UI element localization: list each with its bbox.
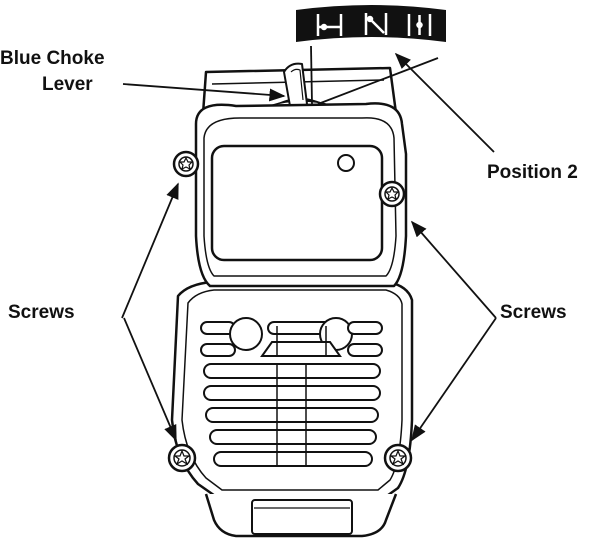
choke-open-symbol [407,14,432,36]
choke-middle-symbol [364,13,388,35]
screw-top-right [378,180,406,208]
choke-closed-symbol [316,14,343,36]
screws-label-right: Screws [500,302,567,323]
position-indicator-plate [296,5,446,42]
choke-label-line1: Blue Choke [0,48,105,69]
screws-right-lower-arrow [411,317,497,442]
screws-right-upper-arrow [410,220,497,319]
screws-left-upper-arrow [121,182,179,319]
screw-bottom-right [383,443,413,473]
position-pointer-line [310,45,313,105]
position-2-arrow [394,52,495,153]
position-pointer-line-2 [317,57,439,105]
position-2-label: Position 2 [487,162,578,183]
cap-indicator-dot [337,154,355,172]
screws-label-left: Screws [8,302,75,323]
choke-lever-arrow [122,83,286,102]
screws-left-lower-arrow [123,317,177,442]
choke-label-line2: Lever [42,74,93,95]
vent-grille [200,317,383,467]
screw-bottom-left [167,443,197,473]
screw-top-left [172,150,200,178]
leader-lines [121,45,497,442]
